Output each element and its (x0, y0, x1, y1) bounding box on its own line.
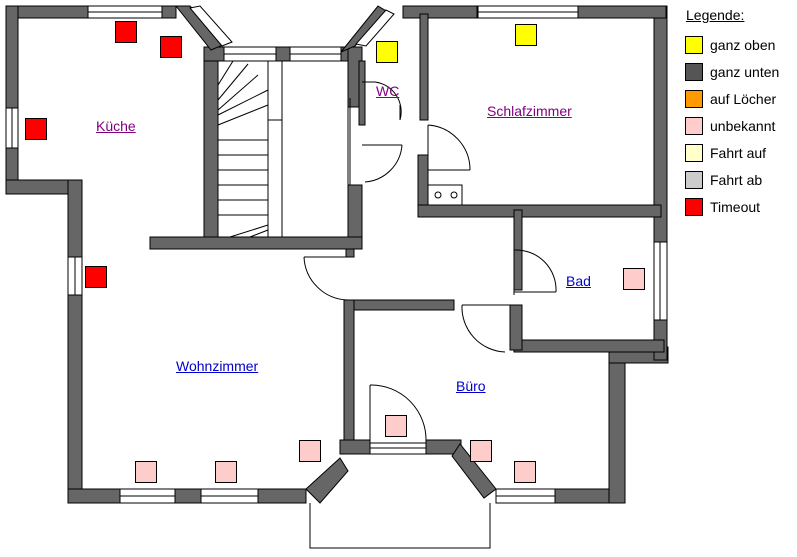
legend-item: unbekannt (685, 115, 775, 137)
legend-label: Fahrt ab (710, 172, 763, 188)
legend-item: auf Löcher (685, 88, 776, 110)
legend-item: ganz unten (685, 61, 779, 83)
sensor-wc[interactable] (376, 41, 398, 63)
legend-swatch (685, 144, 703, 162)
sensor-kueche-3[interactable] (25, 118, 47, 140)
legend-swatch (685, 117, 703, 135)
legend-label: ganz unten (710, 64, 780, 80)
sensor-kueche-2[interactable] (160, 36, 182, 58)
legend-swatch (685, 198, 703, 216)
windows (5, 5, 668, 504)
legend-swatch (685, 90, 703, 108)
sensor-buero-3[interactable] (514, 461, 536, 483)
sensor-wohnzimmer-4[interactable] (299, 440, 321, 462)
legend-item: Fahrt ab (685, 169, 762, 191)
diagonal-walls (174, 5, 497, 504)
bay-window (309, 503, 491, 549)
sensor-buero-2[interactable] (470, 440, 492, 462)
legend-label: unbekannt (710, 118, 776, 134)
staircase (217, 60, 349, 238)
walls (5, 5, 669, 504)
sensor-schlafzimmer[interactable] (515, 24, 537, 46)
legend-swatch (685, 63, 703, 81)
room-link-kueche[interactable]: Küche (96, 118, 136, 134)
legend-item: Fahrt auf (685, 142, 766, 164)
sensor-kueche-1[interactable] (115, 21, 137, 43)
stove (427, 184, 463, 206)
legend-title: Legende: (686, 7, 745, 23)
legend-swatch (685, 36, 703, 54)
legend-item: ganz oben (685, 34, 775, 56)
sensor-buero-1[interactable] (385, 415, 407, 437)
legend-swatch (685, 171, 703, 189)
sensor-wohnzimmer-2[interactable] (135, 461, 157, 483)
room-link-wc[interactable]: WC (376, 83, 400, 99)
sensor-bad[interactable] (623, 268, 645, 290)
room-link-wohnzimmer[interactable]: Wohnzimmer (176, 358, 259, 374)
sensor-wohnzimmer-1[interactable] (85, 266, 107, 288)
legend-label: Fahrt auf (710, 145, 767, 161)
legend-label: Timeout (710, 199, 761, 215)
room-link-schlafzimmer[interactable]: Schlafzimmer (487, 103, 572, 119)
room-link-bad[interactable]: Bad (566, 273, 591, 289)
legend-item: Timeout (685, 196, 760, 218)
sensor-wohnzimmer-3[interactable] (215, 461, 237, 483)
room-link-buero[interactable]: Büro (456, 378, 486, 394)
legend-label: auf Löcher (710, 91, 777, 107)
legend-label: ganz oben (710, 37, 776, 53)
doors (303, 81, 557, 443)
